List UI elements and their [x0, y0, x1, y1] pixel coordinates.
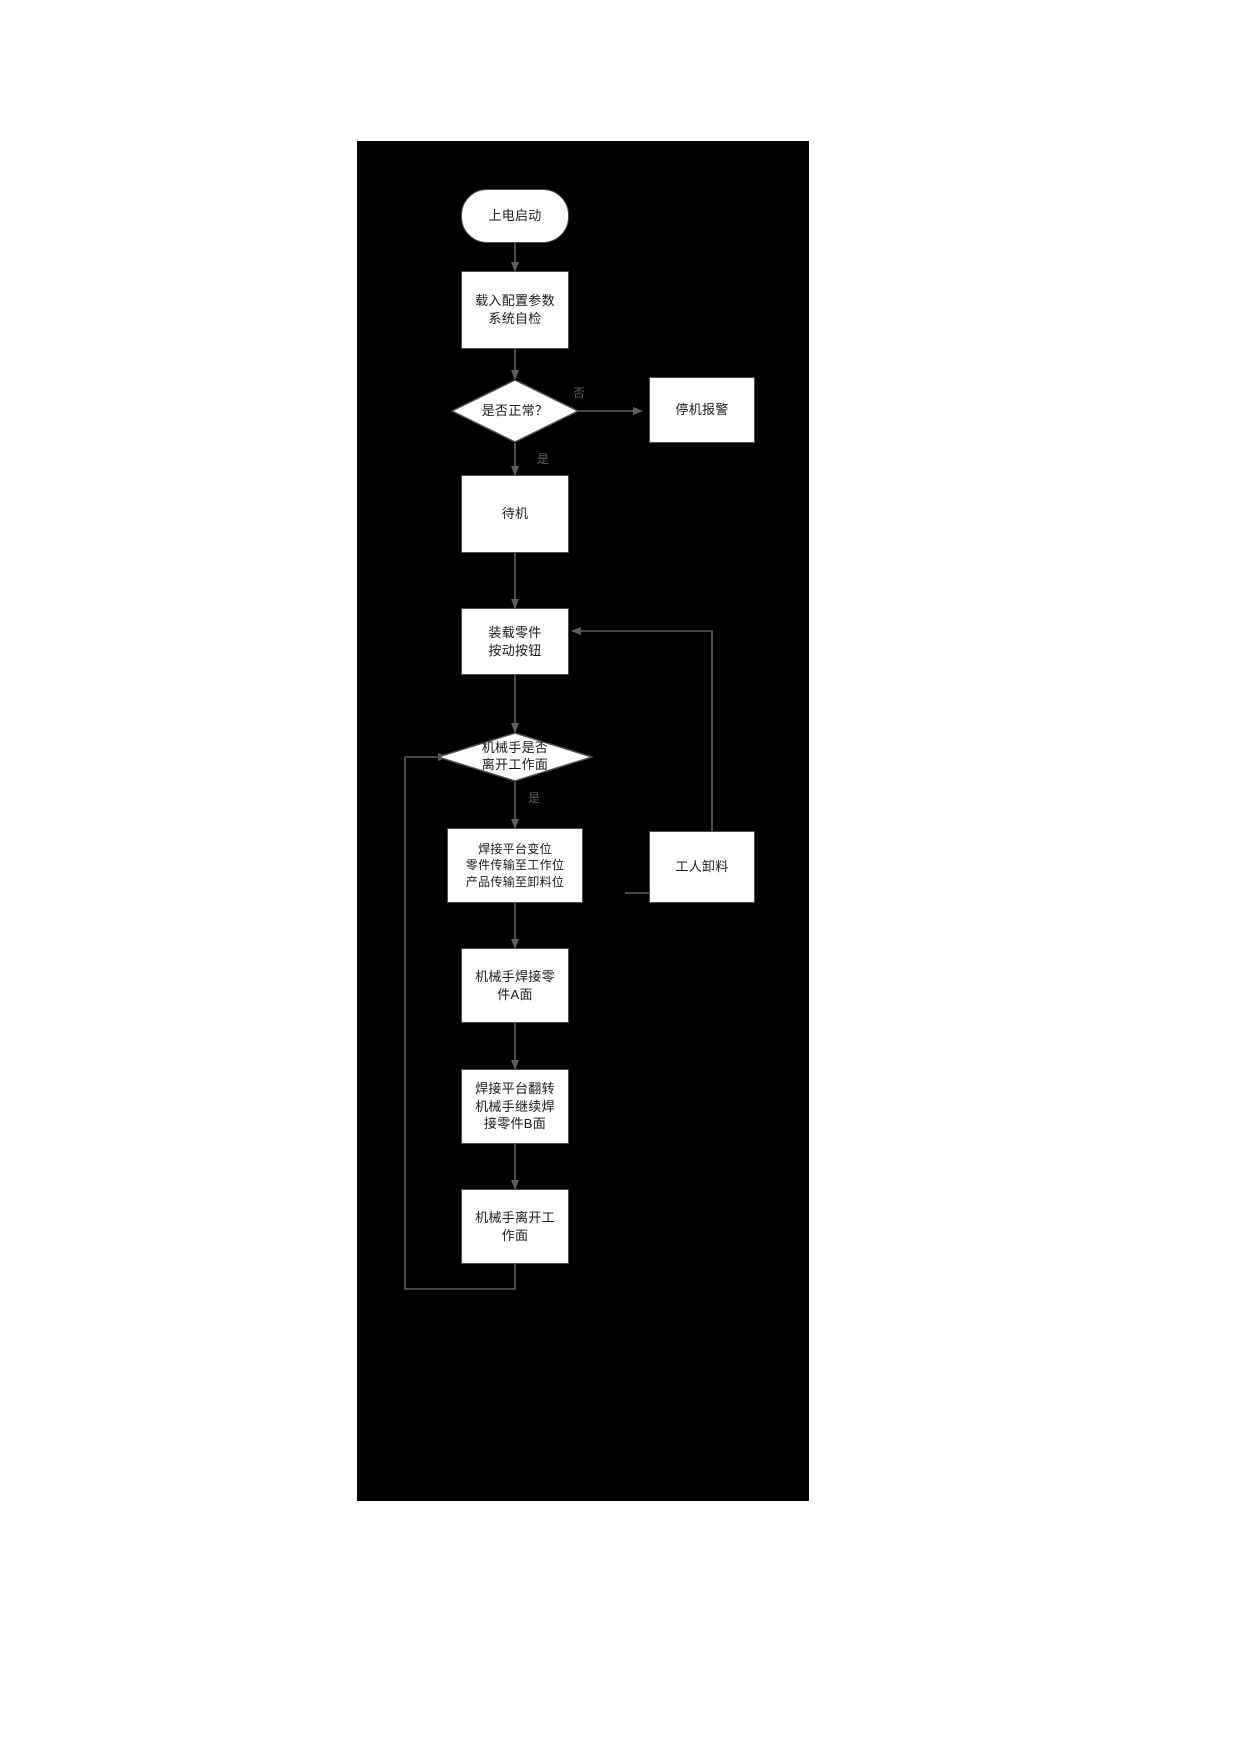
node-standby-label: 待机	[501, 506, 529, 522]
flowchart-diagram: 上电启动 载入配置参数 系统自检 是否正常？ 停机报警 待机	[357, 141, 809, 1501]
edge-unload-load	[571, 627, 713, 831]
edge-label-check-no: 否	[573, 386, 586, 400]
node-arm-clear-label: 机械手是否 离开工作面	[481, 740, 549, 772]
node-alarm-label: 停机报警	[675, 402, 729, 418]
node-standby[interactable]: 待机	[461, 475, 569, 553]
node-weld-side-a-label: 机械手焊接零 件A面	[475, 968, 555, 1002]
node-worker-unload[interactable]: 工人卸料	[649, 831, 755, 903]
node-check-normal[interactable]: 是否正常？	[451, 379, 579, 443]
node-start-label: 上电启动	[488, 208, 542, 224]
node-platform-index[interactable]: 焊接平台变位 零件传输至工作位 产品传输至卸料位	[447, 828, 583, 903]
node-load-parts[interactable]: 装载零件 按动按钮	[461, 608, 569, 675]
node-arm-leave[interactable]: 机械手离开工 作面	[461, 1189, 569, 1264]
node-start[interactable]: 上电启动	[461, 189, 569, 243]
node-weld-side-b[interactable]: 焊接平台翻转 机械手继续焊 接零件B面	[461, 1069, 569, 1144]
connector-layer	[404, 243, 716, 1290]
node-platform-index-label: 焊接平台变位 零件传输至工作位 产品传输至卸料位	[465, 842, 565, 889]
node-check-normal-label: 是否正常？	[481, 402, 549, 418]
edge-label-armclear-yes: 是	[528, 791, 541, 805]
node-weld-side-b-label: 焊接平台翻转 机械手继续焊 接零件B面	[475, 1081, 555, 1132]
edge-armleave-loop	[404, 753, 516, 1290]
diamond-shape	[451, 379, 579, 443]
node-arm-clear[interactable]: 机械手是否 离开工作面	[437, 732, 593, 782]
node-arm-leave-label: 机械手离开工 作面	[475, 1209, 555, 1243]
flowchart-canvas: 上电启动 载入配置参数 系统自检 是否正常？ 停机报警 待机	[357, 141, 809, 1501]
node-weld-side-a[interactable]: 机械手焊接零 件A面	[461, 948, 569, 1023]
node-load-config[interactable]: 载入配置参数 系统自检	[461, 271, 569, 349]
diamond-shape	[437, 732, 593, 782]
node-alarm[interactable]: 停机报警	[649, 377, 755, 443]
edge-label-check-yes: 是	[537, 452, 550, 466]
node-load-parts-label: 装载零件 按动按钮	[488, 624, 542, 658]
node-load-config-label: 载入配置参数 系统自检	[475, 293, 555, 326]
node-worker-unload-label: 工人卸料	[675, 859, 729, 875]
